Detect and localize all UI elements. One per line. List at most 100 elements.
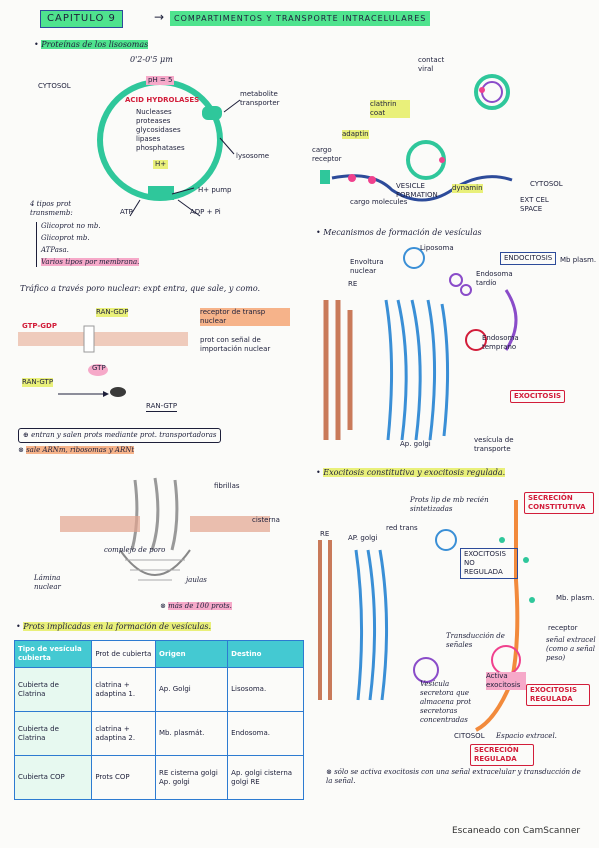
- golgi-label: Ap. golgi: [400, 440, 431, 448]
- lysosome-heading: • Proteínas de los lisosomas: [34, 40, 149, 49]
- lysosome-label: lysosome: [236, 152, 270, 160]
- contact-viral-label: contact viral: [418, 56, 445, 73]
- dynamin-label: dynamin: [452, 184, 483, 193]
- table-cell: clatrina + adaptina 1.: [91, 667, 157, 712]
- scanner-footer: Escaneado con CamScanner: [452, 826, 581, 836]
- gtp-gdp-label: GTP-GDP: [22, 322, 57, 330]
- clathrin-vesicle-shape: [474, 74, 510, 110]
- table-cell: Mb. plasmát.: [155, 711, 229, 756]
- ran-shape: [110, 387, 126, 397]
- lysosome-size: 0'2-0'5 μm: [130, 55, 173, 64]
- hplus-label: H+: [153, 160, 169, 169]
- lysosome-type-item: Varios tipos por membrana.: [41, 258, 140, 267]
- prot-signal-label: prot con señal de importación nuclear: [200, 336, 271, 353]
- note-icon: ⊗: [18, 446, 27, 454]
- exo-no-regulada-label: EXOCITOSIS NO REGULADA: [460, 548, 518, 579]
- enzyme-list: Nucleases proteases glycosidases lipases…: [136, 108, 185, 153]
- exo-heading: • Exocitosis constitutiva y exocitosis r…: [316, 468, 506, 477]
- exo-re-label: RE: [320, 530, 330, 538]
- lysosome-ph: pH = 5: [146, 76, 175, 85]
- hpump-shape: [148, 186, 174, 200]
- ran-gtp-label: RAN-GTP: [22, 378, 54, 387]
- metabolite-transporter-shape: [202, 106, 222, 120]
- note-icon: ⊗: [160, 602, 169, 610]
- exo-mb-plasm-label: Mb. plasm.: [556, 594, 595, 602]
- table-header-cell: Destino: [227, 640, 304, 668]
- secrecion-constitutiva-label: SECRECIÓN CONSTITUTIVA: [524, 492, 594, 514]
- endosoma-temprano-label: Endosoma temprano: [482, 334, 519, 351]
- header-arrow-icon: →: [154, 10, 165, 24]
- bullet-icon: •: [316, 228, 324, 237]
- table-row: Cubierta COP Prots COP RE cisterna golgi…: [13, 755, 304, 800]
- liposome-label: Liposoma: [420, 244, 454, 252]
- lysosome-types-title: 4 tipos prot transmemb:: [30, 200, 73, 217]
- table-header-row: Tipo de vesícula cubierta Prot de cubier…: [13, 640, 304, 668]
- table-header-cell: Tipo de vesícula cubierta: [13, 640, 93, 668]
- fibrillas-label: fibrillas: [214, 482, 240, 490]
- enzyme-item: phosphatases: [136, 144, 185, 152]
- table-header-cell: Origen: [155, 640, 229, 668]
- senal-label: señal extracel (como a señal peso): [546, 636, 596, 662]
- nuclear-note-2: ⊗ sale ARNm, ribosomas y ARNt: [18, 446, 135, 454]
- coat-table: Tipo de vesícula cubierta Prot de cubier…: [13, 640, 304, 800]
- exo-note: ⊗ sólo se activa exocitosis con una seña…: [326, 768, 581, 785]
- jaulas-label: jaulas: [186, 576, 207, 584]
- table-header-cell: Prot de cubierta: [91, 640, 157, 668]
- vesicle-formation-label: VESICLE FORMATION: [396, 182, 438, 199]
- coat-heading: • Prots implicadas en la formación de ve…: [16, 622, 212, 631]
- lysosome-diagram: [97, 79, 241, 217]
- table-cell: clatrina + adaptina 2.: [91, 711, 157, 756]
- importin-shape: [88, 364, 108, 376]
- nuclear-transport-diagram: [18, 325, 188, 397]
- ran-gtp-label-2: RAN-GTP: [146, 402, 178, 412]
- gtp-label: GTP: [92, 364, 106, 372]
- table-cell: Ap. Golgi: [155, 667, 229, 712]
- cisterna-label: cisterna: [252, 516, 280, 524]
- nuclear-note-1: ⊕ entran y salen prots mediante prot. tr…: [18, 428, 222, 443]
- adp-label: ADP + Pi: [190, 208, 221, 216]
- note-icon: ⊗: [326, 768, 335, 776]
- chapter-label: CAPITULO 9: [40, 10, 123, 28]
- transduccion-label: Transducción de señales: [446, 632, 505, 649]
- metabolite-label: metabolite transporter: [240, 90, 280, 107]
- lysosome-type-item: ATPasa.: [41, 246, 69, 254]
- table-cell: Lisosoma.: [227, 667, 304, 712]
- lysosome-cytosol-label: CYTOSOL: [38, 82, 71, 90]
- ran-gdp-label: RAN-GDP: [96, 308, 129, 317]
- nuclear-pore-diagram: [60, 477, 270, 581]
- red-trans-label: red trans: [386, 524, 418, 532]
- mb-plasma-label: Mb plasm.: [560, 256, 597, 264]
- activa-label: Activa exocitosis: [486, 672, 526, 690]
- enzyme-item: proteases: [136, 117, 171, 125]
- extracel-label: EXT CEL SPACE: [520, 196, 549, 213]
- table-cell: Cubierta de Clatrina: [13, 711, 93, 756]
- re-label: RE: [348, 280, 358, 288]
- lysosome-type-item: Glicoprot mb.: [41, 234, 90, 242]
- vesicle-heading: • Mecanismos de formación de vesículas: [316, 228, 482, 237]
- atp-label: ATP: [120, 208, 133, 216]
- table-cell: Endosoma.: [227, 711, 304, 756]
- enzyme-item: Nucleases: [136, 108, 172, 116]
- clathrin-diagram: [320, 74, 513, 202]
- nuclear-heading: Tráfico a través poro nuclear: expt entr…: [20, 284, 261, 293]
- exo-golgi-label: AP. golgi: [348, 534, 378, 542]
- exo-citosol-label: CITOSOL: [454, 732, 485, 740]
- mas100-label: ⊗ más de 100 prots.: [160, 602, 232, 610]
- bullet-icon: •: [316, 468, 324, 477]
- complejo-label: complejo de poro: [104, 546, 166, 554]
- lysosome-type-highlight: Varios tipos por membrana.: [41, 258, 140, 266]
- enzyme-item: glycosidases: [136, 126, 181, 134]
- exo-receptor-label: receptor: [548, 624, 578, 632]
- lysosome-type-item: Glicoprot no mb.: [41, 222, 101, 230]
- enzyme-item: lipases: [136, 135, 161, 143]
- exo-espacio-label: Espacio extracel.: [496, 732, 557, 740]
- cargo-molecules-label: cargo molecules: [350, 198, 408, 206]
- table-cell: Cubierta COP: [13, 755, 93, 800]
- nuclear-envelope-band: [18, 332, 188, 346]
- envoltura-label: Envoltura nuclear: [350, 258, 384, 275]
- cargo-receptor-label: cargo receptor: [312, 146, 342, 163]
- exo-regulada-label: EXOCITOSIS REGULADA: [526, 684, 590, 706]
- exocytosis-label: EXOCITOSIS: [510, 390, 566, 403]
- table-cell: Cubierta de Clatrina: [13, 667, 93, 712]
- note-icon: ⊕: [23, 431, 32, 439]
